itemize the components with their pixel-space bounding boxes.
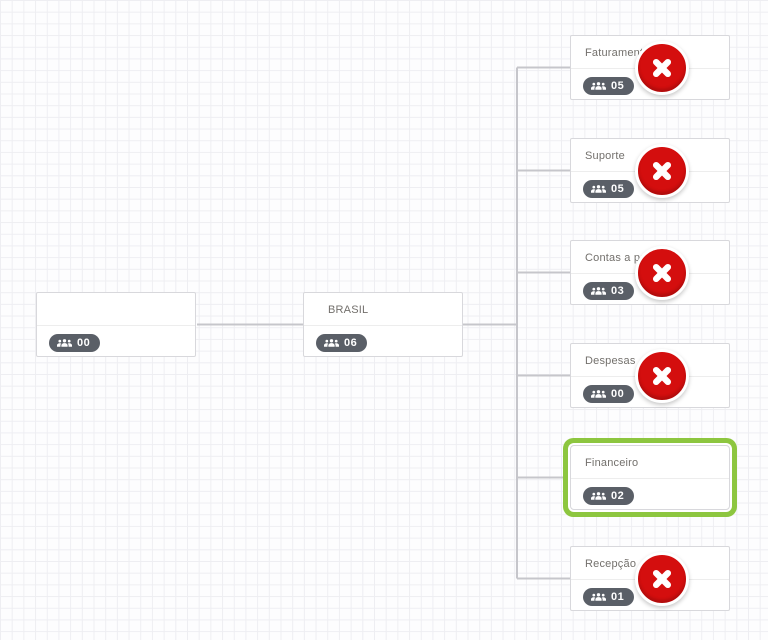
close-icon [652, 366, 672, 385]
org-node-card[interactable]: Recepção 01 [570, 546, 730, 611]
delete-node-button[interactable] [635, 143, 689, 198]
node-footer: 01 [571, 580, 729, 607]
close-icon [652, 58, 672, 77]
close-icon [652, 161, 672, 180]
member-count: 05 [611, 80, 625, 92]
delete-node-button[interactable] [635, 245, 689, 300]
node-footer: 05 [571, 69, 729, 96]
close-icon [652, 569, 672, 588]
users-icon [324, 339, 339, 347]
member-count: 05 [611, 183, 625, 195]
member-count: 00 [611, 388, 625, 400]
node-footer: 00 [37, 326, 195, 353]
member-count: 00 [77, 337, 91, 349]
users-icon [591, 390, 606, 398]
org-node-card[interactable]: Despesas 00 [570, 343, 730, 408]
users-icon [591, 185, 606, 193]
node-title [37, 293, 195, 326]
org-node-parent[interactable]: BRASIL 06 [303, 292, 463, 357]
member-count-badge: 01 [583, 588, 635, 606]
users-icon [591, 492, 606, 500]
member-count-badge: 00 [583, 385, 635, 403]
node-title: Financeiro [571, 446, 729, 479]
member-count: 02 [611, 490, 625, 502]
node-footer: 02 [571, 479, 729, 506]
member-count-badge: 05 [583, 180, 635, 198]
member-count-badge: 06 [316, 334, 368, 352]
member-count-badge: 05 [583, 77, 635, 95]
node-title: BRASIL [304, 293, 462, 326]
node-footer: 06 [304, 326, 462, 353]
member-count: 06 [344, 337, 358, 349]
delete-node-button[interactable] [635, 551, 689, 606]
member-count: 03 [611, 285, 625, 297]
node-footer: 00 [571, 377, 729, 404]
node-footer: 05 [571, 172, 729, 199]
users-icon [591, 287, 606, 295]
users-icon [591, 82, 606, 90]
org-node-root[interactable]: 00 [36, 292, 196, 357]
delete-node-button[interactable] [635, 40, 689, 95]
org-node-card[interactable]: Suporte 05 [570, 138, 730, 203]
users-icon [591, 593, 606, 601]
org-node-card[interactable]: Faturamento 05 [570, 35, 730, 100]
org-node-card[interactable]: Contas a pagar 03 [570, 240, 730, 305]
member-count-badge: 02 [583, 487, 635, 505]
member-count: 01 [611, 591, 625, 603]
org-node-card[interactable]: Financeiro 02 [570, 445, 730, 510]
users-icon [57, 339, 72, 347]
node-footer: 03 [571, 274, 729, 301]
member-count-badge: 00 [49, 334, 101, 352]
delete-node-button[interactable] [635, 348, 689, 403]
close-icon [652, 263, 672, 282]
member-count-badge: 03 [583, 282, 635, 300]
